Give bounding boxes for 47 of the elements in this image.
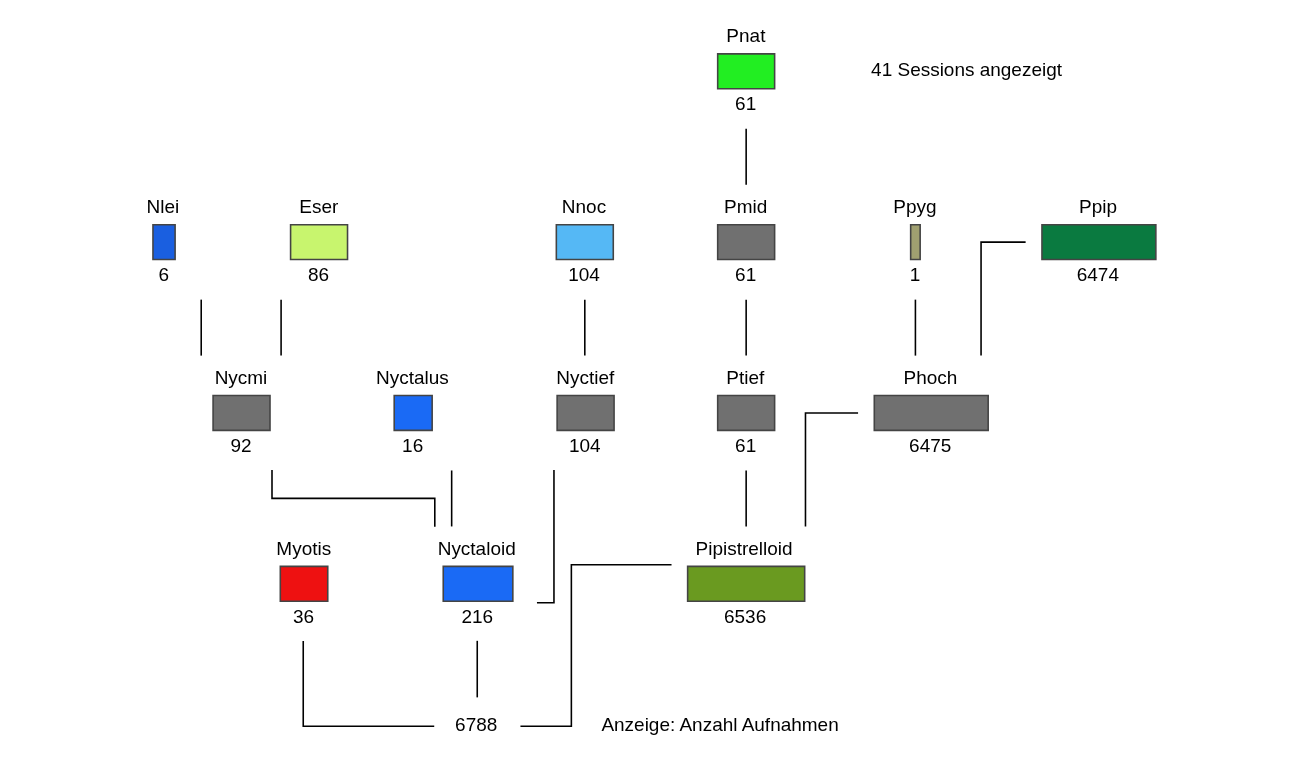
label: Anzeige: Anzahl Aufnahmen [601,714,839,736]
node-label: 92 [230,434,252,456]
node-label: Nnoc [561,196,607,218]
node-label: 86 [307,264,330,286]
node-label: 61 [735,434,757,456]
node-label: Nycmi [214,366,268,388]
connector [914,298,917,357]
node-label: 61 [735,93,757,115]
node-label: 1 [909,264,921,286]
connector [745,469,747,528]
connector [450,469,453,528]
node-label: Myotis [276,537,332,559]
node-label: 6536 [724,605,767,627]
connector [745,298,747,357]
node-label: Pipistrelloid [695,537,793,559]
connector [280,298,282,357]
connector [584,298,586,357]
label: 41 Sessions angezeigt [871,59,1062,81]
node-label: 104 [568,264,600,286]
node-label: Nlei [146,196,180,218]
connector [271,469,436,528]
node-label: 61 [735,264,757,286]
node-label: 16 [402,434,424,456]
connector [476,640,479,699]
node-label: 6474 [1076,264,1119,286]
connector [302,640,436,727]
node-label: Pmid [724,196,768,218]
node-label: Ppyg [893,196,937,218]
node-label: Phoch [903,366,958,388]
connector [200,298,202,357]
node-label: Ptief [726,366,765,388]
node-label: Nyctaloid [437,537,516,559]
connector [804,412,859,528]
node-label: Nyctief [556,366,615,388]
node-label: 36 [292,605,315,627]
node-text: 6788 [455,714,498,736]
node-label: Nyctalus [376,366,449,388]
connector [519,564,673,727]
node-label: 104 [568,434,601,456]
connector [980,241,1027,357]
node-label: 6475 [909,434,952,456]
node-label: 6 [158,264,170,286]
node-label: Ppip [1079,196,1118,218]
node-label: 216 [461,605,494,627]
connector [745,128,747,186]
node-label: Pnat [726,25,766,47]
node-label: Eser [299,196,339,218]
